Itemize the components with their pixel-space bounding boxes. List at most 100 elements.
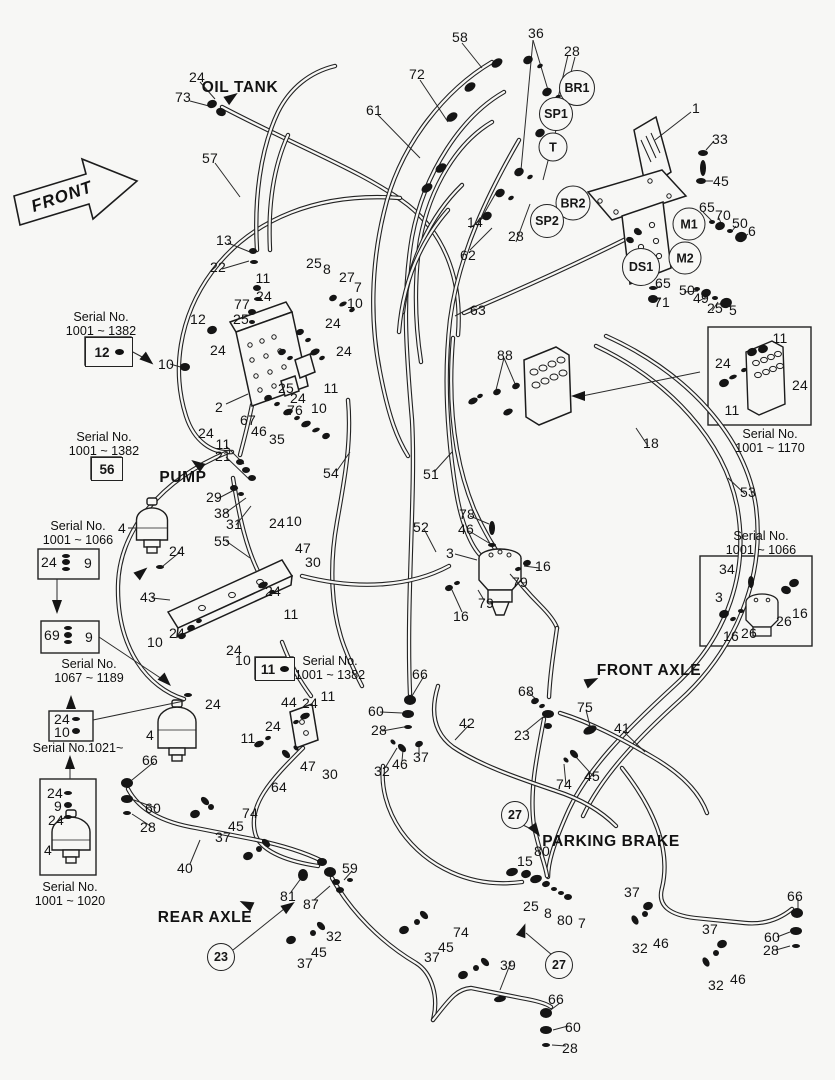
part-number-label: 7	[354, 279, 362, 295]
fitting-blob	[207, 325, 217, 335]
pointer-arrowhead	[66, 695, 76, 709]
fitting-blob	[530, 874, 542, 884]
fitting-blob	[230, 485, 238, 491]
serial-note-line: Serial No.	[733, 528, 789, 543]
part-number-label: 16	[453, 608, 469, 624]
oil-tank-label: OIL TANK	[201, 79, 279, 96]
fitting-blob	[248, 309, 256, 315]
fitting-blob	[540, 1008, 552, 1018]
part-number-label: 45	[438, 939, 454, 955]
fitting-blob	[514, 167, 524, 177]
part-number-label: 33	[712, 131, 728, 147]
hose-core	[330, 876, 437, 1022]
part-number-label: 24	[256, 288, 272, 304]
accumulators	[51, 497, 197, 864]
fitting-blob	[512, 382, 520, 390]
serial-note: Serial No.1001 ~ 1066	[43, 519, 113, 547]
part-number-label: 11	[323, 380, 339, 396]
charge-valve-ref	[745, 593, 779, 637]
leader-line	[189, 100, 210, 107]
hose-core	[300, 564, 451, 586]
part-number-label: 16	[792, 605, 808, 621]
fitting-blob	[564, 894, 572, 900]
leader-line	[563, 763, 567, 786]
part-number-label: 24	[41, 554, 57, 570]
circle-ref-label: 27	[501, 801, 529, 829]
part-number-label: 32	[326, 928, 342, 944]
part-number-label: 11	[215, 436, 231, 452]
part-number-label: 45	[228, 818, 244, 834]
fitting-blob	[300, 712, 310, 720]
leader-line	[335, 451, 351, 473]
part-number-label: 50	[732, 215, 748, 231]
part-number-label: 3	[715, 589, 723, 605]
leader-line	[683, 290, 699, 293]
part-number-label: 45	[311, 944, 327, 960]
leader-line	[162, 551, 181, 567]
circle-ref-label: DS1	[622, 248, 660, 286]
fitting-blob	[301, 420, 311, 428]
rear-axle-label: REAR AXLE	[157, 909, 253, 926]
junction-bar	[166, 559, 294, 639]
part-number-label: 57	[202, 150, 218, 166]
fitting-blob	[468, 397, 478, 405]
fitting-blob	[196, 618, 202, 624]
fitting-blob	[747, 347, 757, 357]
part-number-label: 37	[413, 749, 429, 765]
part-number-label: 9	[84, 555, 92, 571]
fitting-blob	[249, 320, 255, 324]
part-number-label: 10	[158, 356, 174, 372]
part-number-label: 66	[787, 888, 803, 904]
fitting-blob	[539, 703, 545, 709]
fitting-blob	[404, 695, 416, 705]
leader-line	[225, 540, 251, 559]
fitting-blob	[317, 858, 327, 866]
pointer-arrowhead	[280, 901, 295, 915]
serial-note-line: Serial No.	[302, 653, 358, 668]
fitting-blob	[64, 632, 72, 638]
fitting-blob	[322, 432, 330, 440]
fitting-blob	[319, 355, 325, 361]
leader-line	[419, 79, 449, 123]
fitting-blob	[523, 559, 531, 567]
fitting-blob	[312, 427, 320, 433]
fitting-blob	[293, 719, 299, 725]
leader-line	[468, 530, 490, 544]
fitting-blob	[482, 211, 492, 221]
hose-core	[431, 986, 553, 1022]
leader-line	[235, 505, 252, 526]
part-number-label: 81	[280, 888, 296, 904]
leader-line	[775, 945, 791, 951]
fitting-blob	[298, 869, 308, 881]
boxed-ref-label: 56	[91, 457, 123, 481]
part-number-label: 11	[283, 606, 299, 622]
fitting-blob	[64, 626, 72, 630]
part-number-label: 26	[741, 625, 757, 641]
fitting-blob	[402, 710, 414, 718]
fitting-blob	[758, 344, 768, 354]
leader-line	[581, 371, 701, 397]
pointer-arrowhead	[133, 567, 148, 581]
manifold-plate	[523, 346, 572, 426]
fitting-blob	[715, 221, 725, 231]
part-number-label: 34	[719, 561, 735, 577]
leader-line	[454, 305, 475, 317]
fitting-blob	[489, 521, 495, 535]
fitting-blob	[293, 745, 299, 751]
fitting-blob	[583, 725, 597, 735]
part-number-label: 74	[453, 924, 469, 940]
leader-line	[727, 477, 746, 495]
fitting-blob	[286, 935, 296, 945]
circle-ref-label: T	[538, 132, 568, 162]
fitting-icon	[280, 666, 290, 672]
leader-line	[575, 756, 595, 778]
part-number-label: 73	[175, 89, 191, 105]
fitting-blob	[781, 585, 791, 595]
leader-line	[381, 726, 405, 732]
fitting-blob	[419, 910, 429, 920]
part-number-label: 24	[169, 625, 185, 641]
fitting-blob	[542, 1043, 550, 1047]
part-number-label: 11	[772, 330, 788, 346]
part-number-label: 25	[233, 311, 249, 327]
leader-line	[477, 589, 485, 601]
